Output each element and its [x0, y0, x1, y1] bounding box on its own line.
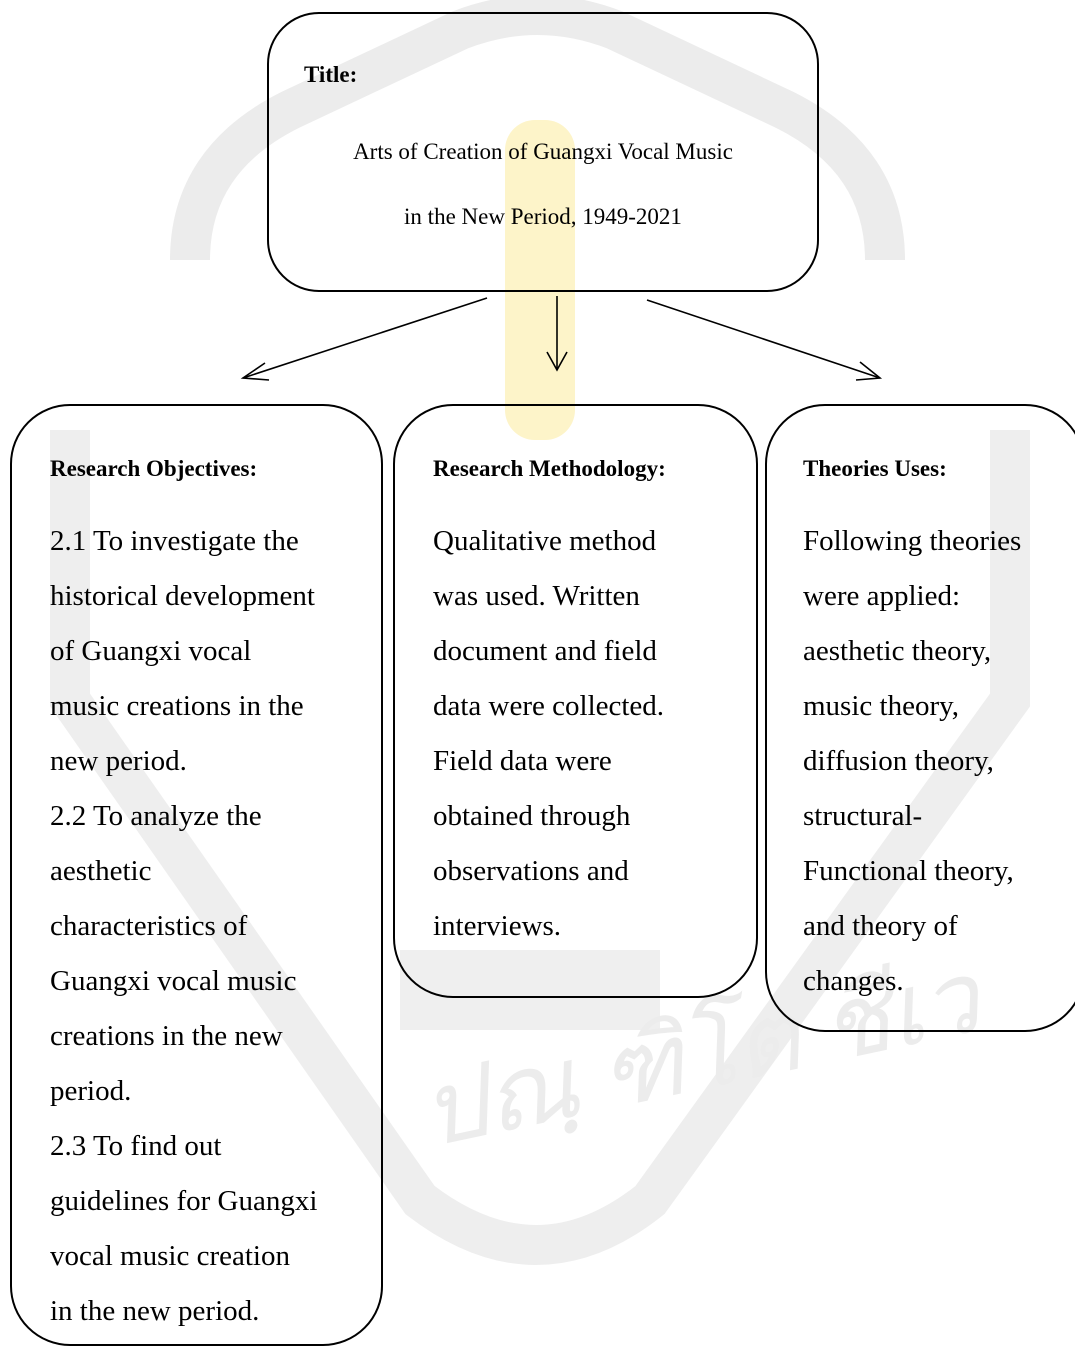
research-methodology-heading: Research Methodology: — [433, 456, 666, 481]
objectives-line: 2.1 To investigate the — [50, 525, 299, 557]
theories-line: music theory, — [803, 690, 959, 722]
research-objectives-box: Research Objectives: 2.1 To investigate … — [10, 404, 383, 1346]
theories-line: Following theories — [803, 525, 1022, 557]
title-heading: Title: — [304, 62, 358, 87]
objectives-line: vocal music creation — [50, 1240, 290, 1272]
objectives-line: in the new period. — [50, 1295, 260, 1327]
methodology-line: document and field — [433, 635, 657, 667]
objectives-line: aesthetic — [50, 855, 152, 887]
theories-line: changes. — [803, 965, 904, 997]
objectives-line: 2.2 To analyze the — [50, 800, 262, 832]
methodology-line: data were collected. — [433, 690, 665, 722]
objectives-line: characteristics of — [50, 910, 248, 942]
objectives-line: guidelines for Guangxi — [50, 1185, 318, 1217]
theories-line: and theory of — [803, 910, 958, 942]
objectives-line: creations in the new — [50, 1020, 283, 1052]
theories-line: aesthetic theory, — [803, 635, 992, 667]
methodology-line: obtained through — [433, 800, 631, 832]
objectives-line: period. — [50, 1075, 132, 1107]
research-objectives-heading: Research Objectives: — [50, 456, 258, 481]
research-methodology-text: Qualitative method was used. Written doc… — [433, 514, 753, 954]
research-objectives-text: 2.1 To investigate the historical develo… — [50, 514, 380, 1339]
arrow-to-objectives — [242, 297, 488, 379]
methodology-line: interviews. — [433, 910, 562, 942]
theories-line: Functional theory, — [803, 855, 1014, 887]
theories-heading: Theories Uses: — [803, 456, 947, 481]
objectives-line: of Guangxi vocal — [50, 635, 252, 667]
research-methodology-box: Research Methodology: Qualitative method… — [393, 404, 758, 998]
theories-line: structural- — [803, 800, 923, 832]
objectives-line: Guangxi vocal music — [50, 965, 297, 997]
title-box: Title: Arts of Creation of Guangxi Vocal… — [267, 12, 819, 292]
objectives-line: historical development — [50, 580, 315, 612]
objectives-line: new period. — [50, 745, 187, 777]
arrow-head-objectives — [240, 362, 270, 381]
title-text-line-1: Arts of Creation of Guangxi Vocal Music — [353, 139, 733, 164]
objectives-line: music creations in the — [50, 690, 304, 722]
arrow-head-theories — [855, 361, 883, 381]
theories-box: Theories Uses: Following theories were a… — [765, 404, 1075, 1032]
theories-line: were applied: — [803, 580, 961, 612]
title-text-line-2: in the New Period, 1949-2021 — [404, 204, 682, 229]
arrow-head-methodology — [546, 351, 568, 372]
objectives-line: 2.3 To find out — [50, 1130, 222, 1162]
theories-line: diffusion theory, — [803, 745, 994, 777]
methodology-line: Field data were — [433, 745, 612, 777]
methodology-line: Qualitative method — [433, 525, 657, 557]
arrow-to-theories — [646, 299, 881, 379]
methodology-line: was used. Written — [433, 580, 640, 612]
methodology-line: observations and — [433, 855, 629, 887]
theories-text: Following theories were applied: aesthet… — [803, 514, 1075, 1009]
